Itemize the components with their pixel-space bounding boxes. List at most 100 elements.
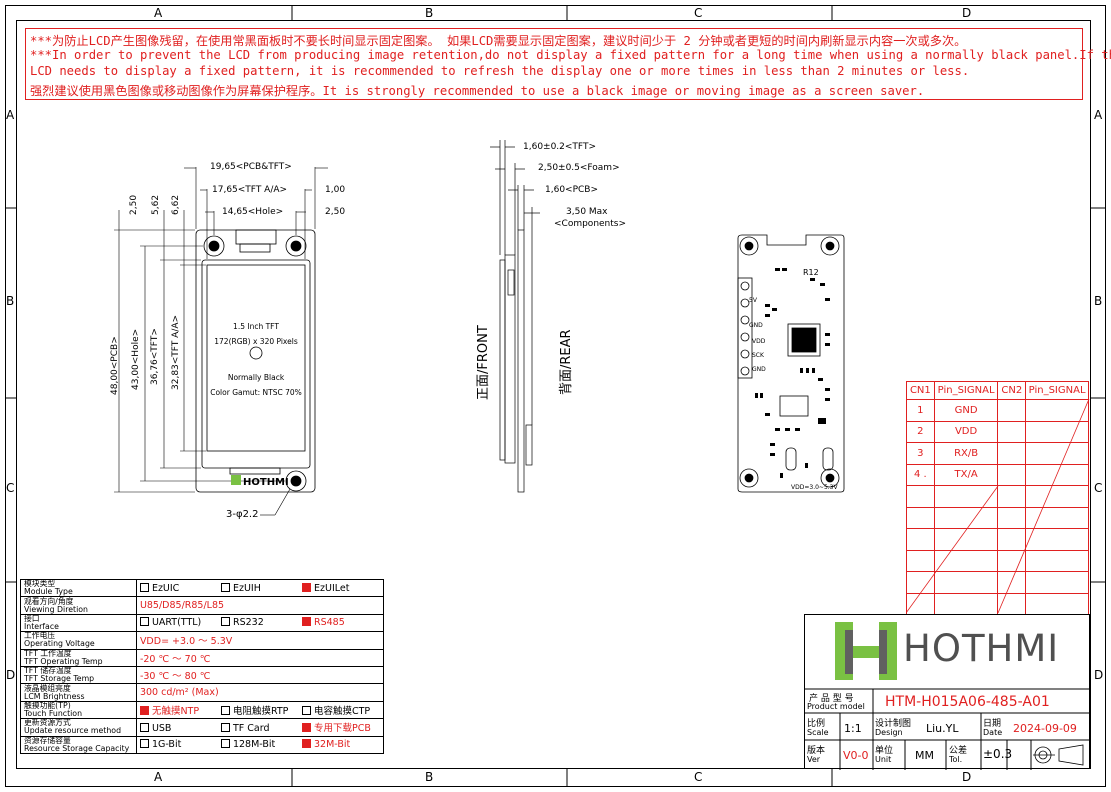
- checkbox-rs232: [220, 617, 230, 627]
- dim-components-max: 3,50 Max: [566, 207, 608, 217]
- dim-foam-thickness: 2,50±0.5<Foam>: [538, 163, 620, 173]
- spec-key-cn: 观看方向/角度: [24, 596, 74, 606]
- zone-top-c: C: [694, 6, 703, 20]
- designer-value: Liu.YL: [926, 722, 959, 735]
- spec-key-en: Touch Function: [24, 708, 83, 718]
- tol-value: ±0.3: [983, 747, 1013, 761]
- opt-label: 1G-Bit: [151, 739, 182, 751]
- spec-key-cn: 模块类型: [24, 579, 56, 589]
- notice-line-1: ***为防止LCD产生图像残留，在使用常黑面板时不要长时间显示固定图案。 如果L…: [30, 34, 967, 48]
- opt-label: 32M-Bit: [314, 739, 351, 751]
- checkbox-1g: [139, 739, 149, 749]
- brightness-value: 300 cd/m² (Max): [135, 683, 385, 702]
- opt-label: 无触摸NTP: [151, 705, 200, 717]
- voltage-value: VDD= +3.0 ～ 5.3V: [135, 631, 385, 650]
- front-brand-label: HOTHMI: [243, 477, 289, 488]
- spec-key-cn: 资源存储容量: [24, 735, 71, 745]
- dim-tft-aa-width: 17,65<TFT A/A>: [212, 185, 288, 195]
- tol-label-cn: 公差: [949, 746, 968, 756]
- tft-resolution-text: 172(RGB) x 320 Pixels: [214, 337, 298, 346]
- zone-right-c: C: [1094, 481, 1103, 495]
- zone-top-b: B: [425, 6, 434, 20]
- front-view: [114, 167, 328, 516]
- opt-label: TF Card: [232, 723, 270, 735]
- notice-line-3: LCD needs to display a fixed pattern, it…: [30, 64, 970, 78]
- unit-label-en: Unit: [875, 755, 892, 764]
- zone-top-a: A: [154, 6, 163, 20]
- col-pin-signal-1: Pin_SIGNAL: [933, 381, 999, 400]
- front-side-label: 正面/FRONT: [476, 325, 491, 400]
- pin-label-5v: 5V: [749, 297, 757, 304]
- hole-count-note: 3-φ2.2: [226, 509, 259, 520]
- spec-key-cn: 触摸功能(TP): [24, 700, 71, 710]
- opt-label: RS232: [232, 617, 264, 629]
- viewing-value: U85/D85/R85/L85: [135, 596, 385, 615]
- dim-2-50: 2,50: [325, 207, 346, 217]
- zone-right-a: A: [1094, 108, 1103, 122]
- pin-label-vdd: VDD: [752, 338, 766, 345]
- dim-pcb-tft-width: 19,65<PCB&TFT>: [210, 162, 292, 172]
- spec-key-en: Module Type: [24, 587, 73, 597]
- vdd-range-label: VDD=3.0~5.3V: [791, 484, 838, 491]
- pin-label-gnd-2: GND: [752, 366, 766, 373]
- spec-key-en: Operating Voltage: [24, 639, 95, 649]
- checkbox-download-pcb: [302, 723, 311, 733]
- checkbox-uart: [139, 617, 149, 627]
- spec-key-en: LCM Brightness: [24, 691, 85, 701]
- opt-label: 128M-Bit: [232, 739, 276, 751]
- zone-left-b: B: [6, 294, 15, 308]
- dim-tft-height: 36,76<TFT>: [150, 328, 160, 385]
- design-label-en: Design: [875, 728, 903, 737]
- zone-top-d: D: [962, 6, 972, 20]
- zone-bottom-b: B: [425, 770, 434, 784]
- dim-hole-height: 43,00<Hole>: [131, 328, 141, 390]
- st-temp-value: -30 ℃ ～ 80 ℃: [135, 665, 385, 685]
- retention-notice: ***为防止LCD产生图像残留，在使用常黑面板时不要长时间显示固定图案。 如果L…: [25, 28, 1111, 100]
- checkbox-tf-card: [220, 723, 230, 733]
- opt-label: EzUILet: [314, 582, 350, 594]
- checkbox-ntp: [139, 705, 149, 715]
- pin-table-cross-lines: [906, 398, 1090, 614]
- dim-v-6-62: 6,62: [171, 194, 181, 215]
- opt-label: EzUIH: [232, 582, 261, 594]
- dim-1-00: 1,00: [325, 185, 346, 195]
- checkbox-32m: [302, 739, 311, 749]
- zone-left-d: D: [6, 668, 16, 682]
- date-label-cn: 日期: [983, 719, 1002, 729]
- ver-label-en: Ver: [807, 755, 821, 764]
- dim-pcb-thickness: 1,60<PCB>: [545, 185, 599, 195]
- spec-key-en: Update resource method: [24, 726, 122, 736]
- checkbox-ezuic: [139, 582, 149, 592]
- checkbox-128m: [220, 739, 230, 749]
- opt-label: RS485: [314, 617, 345, 629]
- model-label-cn: 产 品 型 号: [809, 694, 854, 704]
- dim-components-label: <Components>: [554, 219, 627, 229]
- unit-value: MM: [915, 749, 934, 762]
- opt-label: 专用下载PCB: [314, 723, 371, 735]
- opt-label: EzUIC: [151, 582, 180, 594]
- tft-mode-text: Normally Black: [227, 373, 285, 382]
- dim-v-5-62: 5,62: [151, 194, 161, 215]
- pin-label-sck: SCK: [752, 352, 764, 359]
- op-temp-value: -20 ℃ ～ 70 ℃: [135, 648, 385, 667]
- spec-key-cn: TFT 工作温度: [24, 648, 72, 658]
- zone-left-a: A: [6, 108, 15, 122]
- spec-key-cn: 液晶模组亮度: [24, 683, 71, 693]
- zone-bottom-d: D: [962, 770, 972, 784]
- title-block: HOTHMI 产 品 型 号 Product model HTM-H015A06…: [804, 614, 1091, 770]
- projection-symbol-icon: [1033, 744, 1084, 766]
- unit-label-cn: 单位: [875, 746, 894, 756]
- checkbox-rs485: [302, 617, 311, 627]
- notice-line-2: ***In order to prevent the LCD from prod…: [30, 48, 1111, 62]
- opt-label: 电阻触摸RTP: [232, 705, 289, 717]
- dim-pcb-height: 48,00<PCB>: [110, 336, 120, 395]
